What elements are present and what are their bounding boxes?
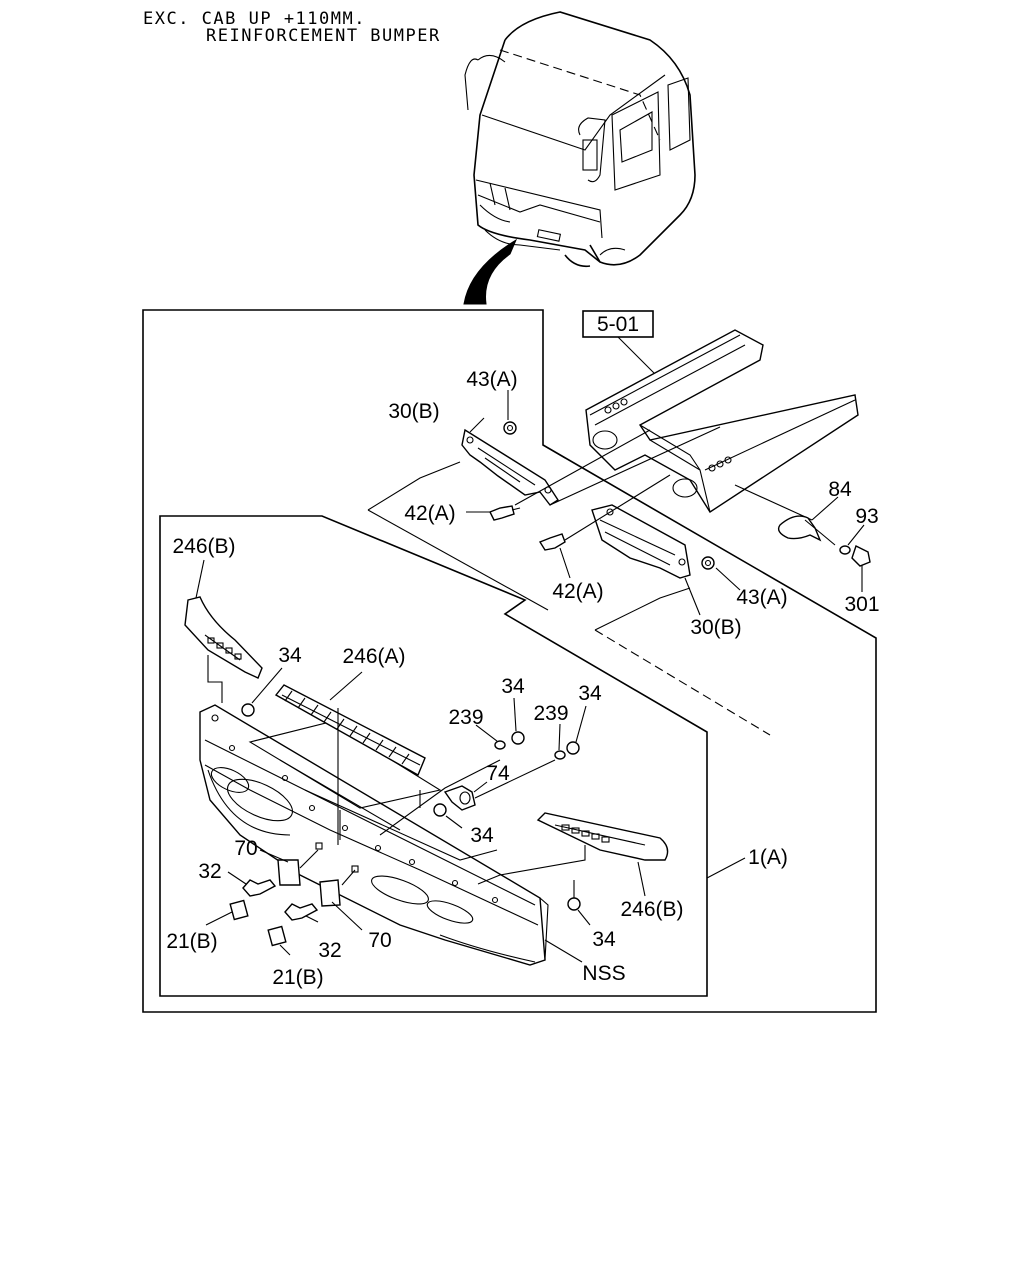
nut-34-b bbox=[511, 731, 525, 745]
end-cap-246b-left bbox=[184, 596, 263, 679]
tow-hook-assembly bbox=[777, 515, 871, 567]
label-34-b: 34 bbox=[501, 675, 525, 698]
header-line-1: EXC. CAB UP +110MM. bbox=[143, 9, 366, 29]
zoom-arrow bbox=[463, 238, 518, 305]
header-line-2: REINFORCEMENT BUMPER bbox=[206, 26, 441, 46]
label-21b-a: 21(B) bbox=[166, 930, 217, 953]
outer-assembly-box bbox=[142, 309, 877, 1013]
truck-cab-illustration bbox=[464, 11, 696, 268]
bracket-74 bbox=[433, 785, 476, 817]
label-43a-upper: 43(A) bbox=[466, 368, 517, 391]
label-70-a: 70 bbox=[234, 837, 257, 860]
front-bumper-1a bbox=[199, 704, 549, 966]
grille-246a bbox=[274, 684, 426, 776]
label-1a: 1(A) bbox=[748, 846, 788, 869]
reference-box-label: 5-01 bbox=[597, 313, 639, 336]
label-239-b: 239 bbox=[533, 702, 568, 725]
label-43a-lower: 43(A) bbox=[736, 586, 787, 609]
nut-34-c bbox=[566, 741, 580, 755]
washer-239-b bbox=[554, 750, 566, 760]
label-30b-lower: 30(B) bbox=[690, 616, 741, 639]
end-cap-246b-right bbox=[536, 812, 669, 861]
bracket-30b-lower bbox=[538, 504, 715, 579]
fastener-set-left bbox=[229, 859, 341, 947]
label-246b-right: 246(B) bbox=[620, 898, 683, 921]
label-239-a: 239 bbox=[448, 706, 483, 729]
label-70-b: 70 bbox=[368, 929, 391, 952]
bumper-assembly-box bbox=[159, 515, 708, 997]
label-93: 93 bbox=[855, 505, 878, 528]
label-301: 301 bbox=[844, 593, 879, 616]
label-34-c: 34 bbox=[578, 682, 602, 705]
nut-34-right bbox=[567, 897, 581, 911]
nut-34-left bbox=[241, 703, 255, 717]
label-30b-upper: 30(B) bbox=[388, 400, 439, 423]
label-84: 84 bbox=[828, 478, 852, 501]
label-42a-upper: 42(A) bbox=[404, 502, 455, 525]
label-74: 74 bbox=[486, 762, 510, 785]
label-32-b: 32 bbox=[318, 939, 341, 962]
label-42a-lower: 42(A) bbox=[552, 580, 603, 603]
label-32-a: 32 bbox=[198, 860, 221, 883]
bracket-30b-upper bbox=[461, 421, 559, 521]
label-246b-left: 246(B) bbox=[172, 535, 235, 558]
label-34-a: 34 bbox=[278, 644, 302, 667]
washer-239-a bbox=[494, 740, 506, 750]
label-34-d: 34 bbox=[470, 824, 494, 847]
label-21b-b: 21(B) bbox=[272, 966, 323, 989]
label-34-e: 34 bbox=[592, 928, 616, 951]
label-nss: NSS bbox=[582, 962, 625, 985]
chassis-frame bbox=[585, 329, 859, 513]
label-246a: 246(A) bbox=[342, 645, 405, 668]
